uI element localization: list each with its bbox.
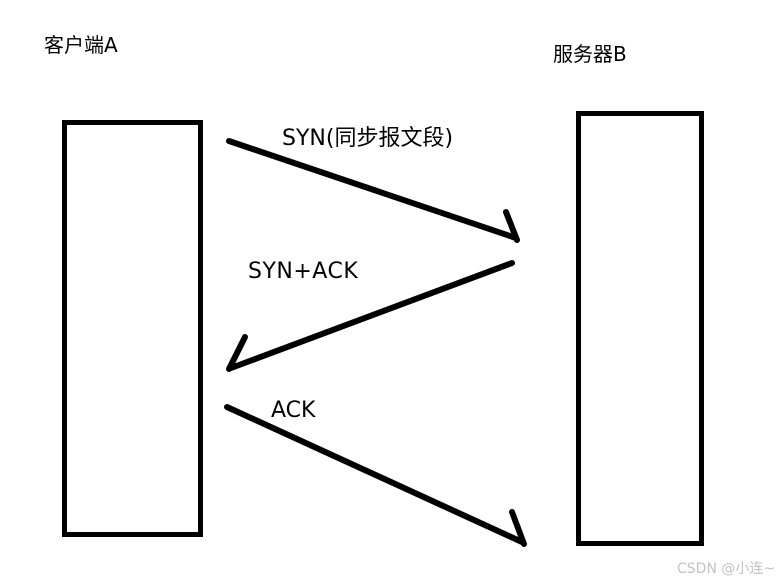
message-label-ack: ACK	[271, 398, 316, 423]
ack-arrow-line	[224, 404, 525, 545]
csdn-watermark: CSDN @小连~	[677, 561, 776, 577]
ack-arrowhead-icon	[509, 509, 527, 547]
ack-arrow	[224, 404, 527, 547]
message-label-syn-ack: SYN+ACK	[248, 259, 359, 284]
syn-arrow-line	[226, 138, 519, 241]
server-label: 服务器B	[553, 42, 627, 66]
client-label: 客户端A	[44, 33, 118, 57]
client-lifeline-rect	[62, 120, 203, 537]
syn-ack-arrow-line	[228, 260, 515, 371]
syn-arrow	[226, 138, 520, 243]
syn-arrowhead-icon	[503, 209, 520, 243]
message-label-syn: SYN(同步报文段)	[282, 126, 454, 151]
server-lifeline-rect	[576, 111, 704, 546]
syn-ack-arrow	[226, 260, 515, 372]
syn-ack-arrowhead-icon	[226, 334, 248, 372]
